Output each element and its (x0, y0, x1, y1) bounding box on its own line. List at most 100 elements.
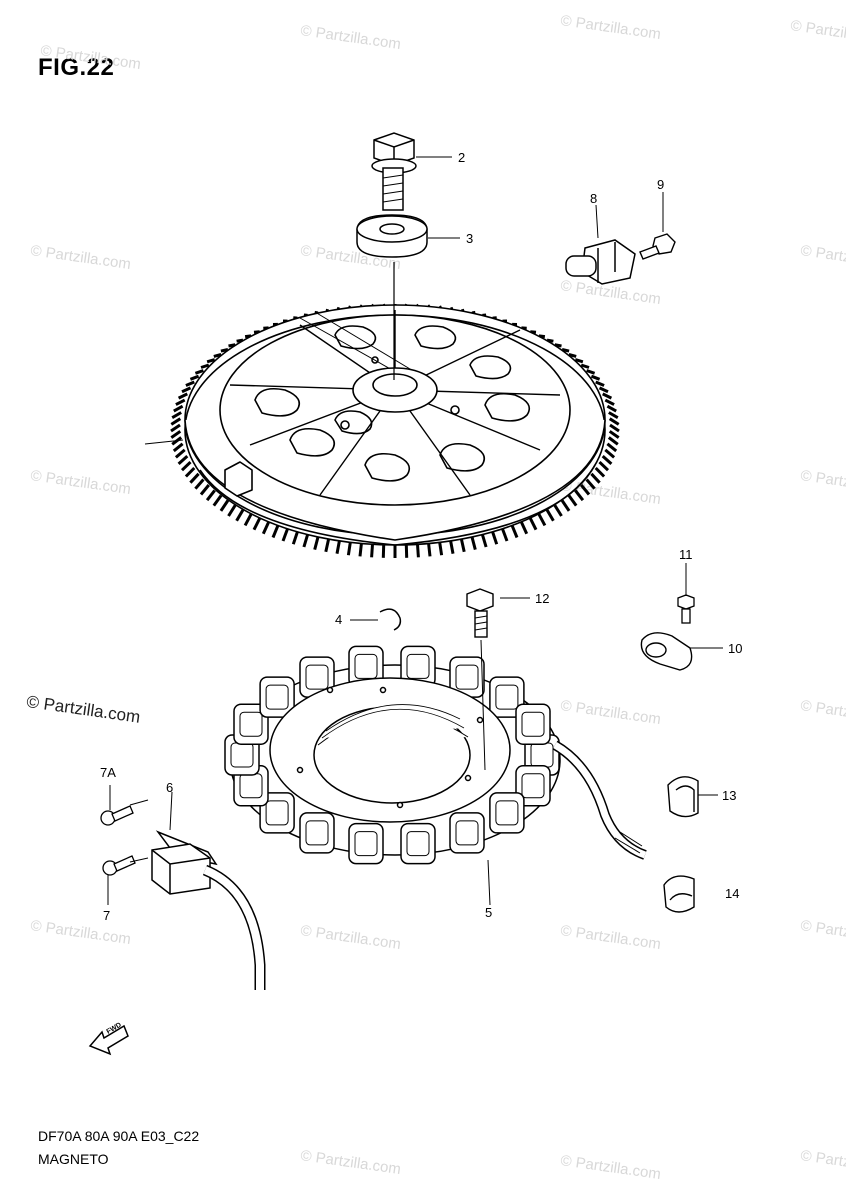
callout-7[interactable]: 7 (103, 908, 110, 923)
watermark-text: © Partzilla.com (299, 922, 401, 953)
sensor-part-8[interactable] (565, 239, 636, 285)
stator-coil (515, 765, 551, 807)
gear-tooth (580, 363, 590, 369)
bolt-part-2[interactable] (371, 132, 417, 211)
screw-part-11[interactable] (677, 594, 695, 624)
gear-tooth (172, 442, 184, 453)
gear-tooth (545, 509, 555, 522)
gear-tooth (236, 338, 244, 343)
watermark-text: © Partzilla.com (29, 242, 131, 273)
gear-tooth (602, 392, 613, 400)
callout-10[interactable]: 10 (728, 641, 742, 656)
gear-tooth (501, 528, 509, 542)
gear-tooth (205, 489, 216, 502)
screw-part-7[interactable] (102, 855, 136, 876)
clamp-part-10[interactable] (640, 632, 693, 671)
stator-coil (489, 676, 525, 718)
callout-12[interactable]: 12 (535, 591, 549, 606)
stator-coil (400, 822, 436, 865)
coil-part-6[interactable] (151, 830, 266, 990)
gear-tooth (604, 448, 616, 459)
callout-5[interactable]: 5 (485, 905, 492, 920)
callout-11[interactable]: 11 (679, 547, 693, 562)
gear-tooth (235, 509, 245, 522)
gear-tooth (480, 534, 488, 548)
leader-lines (107, 156, 723, 906)
gear-tooth (598, 461, 610, 472)
gear-tooth (416, 544, 420, 558)
callout-labels: 2 3 4 5 6 7 7A 8 9 10 11 12 13 14 (100, 150, 742, 923)
gear-tooth (228, 343, 236, 348)
stator-coil-inner (265, 800, 289, 826)
gear-tooth (189, 472, 200, 484)
gear-tooth (594, 466, 606, 478)
section-name: MAGNETO (38, 1151, 109, 1167)
figure-title: FIG.22 (38, 54, 115, 81)
gear-tooth (184, 466, 196, 478)
callout-8[interactable]: 8 (590, 191, 597, 206)
gear-tooth (206, 358, 216, 364)
watermark-text: © Partzilla.com (39, 42, 141, 73)
stator-coil-inner (406, 653, 430, 679)
clip-part-13[interactable] (667, 776, 699, 818)
watermark-layer: © Partzilla.com © Partzilla.com © Partzill… (29, 12, 846, 1183)
stator-coil-inner (495, 800, 519, 826)
gear-tooth (604, 398, 615, 406)
model-code: DF70A 80A 90A E03_C22 (38, 1128, 200, 1144)
watermark-text: © Partzilla.com (799, 242, 846, 273)
bolt-part-12[interactable] (466, 588, 494, 638)
gear-tooth (574, 358, 584, 364)
callout-7A[interactable]: 7A (100, 765, 116, 780)
gear-tooth (291, 531, 299, 545)
gear-tooth (537, 513, 547, 527)
gear-tooth (601, 454, 613, 466)
gear-tooth (177, 454, 189, 466)
stator-coil (489, 792, 525, 834)
callout-14[interactable]: 14 (725, 886, 739, 901)
stator-coil-inner (239, 711, 263, 737)
gear-tooth (220, 348, 229, 353)
gear-tooth (173, 404, 184, 413)
stator-part-5[interactable] (224, 645, 647, 865)
stator-coil-inner (354, 831, 378, 857)
gear-tooth (199, 484, 210, 496)
gear-tooth (528, 517, 538, 531)
stator-coil-inner (265, 684, 289, 710)
gear-tooth (580, 484, 591, 496)
watermark-text: © Partzilla.com (799, 1147, 846, 1178)
gear-tooth (281, 528, 289, 542)
callout-13[interactable]: 13 (722, 788, 736, 803)
callout-6[interactable]: 6 (166, 780, 173, 795)
gear-tooth (170, 423, 181, 433)
gear-tooth (194, 369, 204, 375)
gear-tooth (358, 543, 363, 557)
washer-part-3[interactable] (356, 214, 428, 258)
screw-part-7A[interactable] (100, 805, 134, 826)
callout-9[interactable]: 9 (657, 177, 664, 192)
watermark-text: © Partzilla.com (29, 917, 131, 948)
gear-tooth (609, 423, 620, 433)
gear-tooth (608, 411, 619, 419)
gear-tooth (346, 542, 352, 556)
stator-coil-inner (406, 831, 430, 857)
gear-tooth (313, 536, 320, 550)
callout-4[interactable]: 4 (335, 612, 342, 627)
gear-tooth (606, 442, 618, 453)
fwd-arrow: FWD (88, 1022, 129, 1056)
callout-2[interactable]: 2 (458, 150, 465, 165)
gear-tooth (213, 353, 222, 358)
clip-part-14[interactable] (663, 875, 695, 913)
callout-3[interactable]: 3 (466, 231, 473, 246)
gear-tooth (595, 380, 605, 387)
key-part-4[interactable] (379, 608, 402, 631)
gear-tooth (520, 521, 529, 535)
gear-tooth (170, 417, 182, 426)
watermark-text: © Partzilla.com (789, 17, 846, 48)
flywheel[interactable] (170, 303, 620, 558)
gear-tooth (449, 540, 455, 554)
gear-tooth (590, 374, 601, 381)
ring-gear-teeth (170, 303, 620, 558)
watermark-text: © Partzilla.com (559, 1152, 661, 1183)
screw-part-9[interactable] (639, 233, 676, 260)
